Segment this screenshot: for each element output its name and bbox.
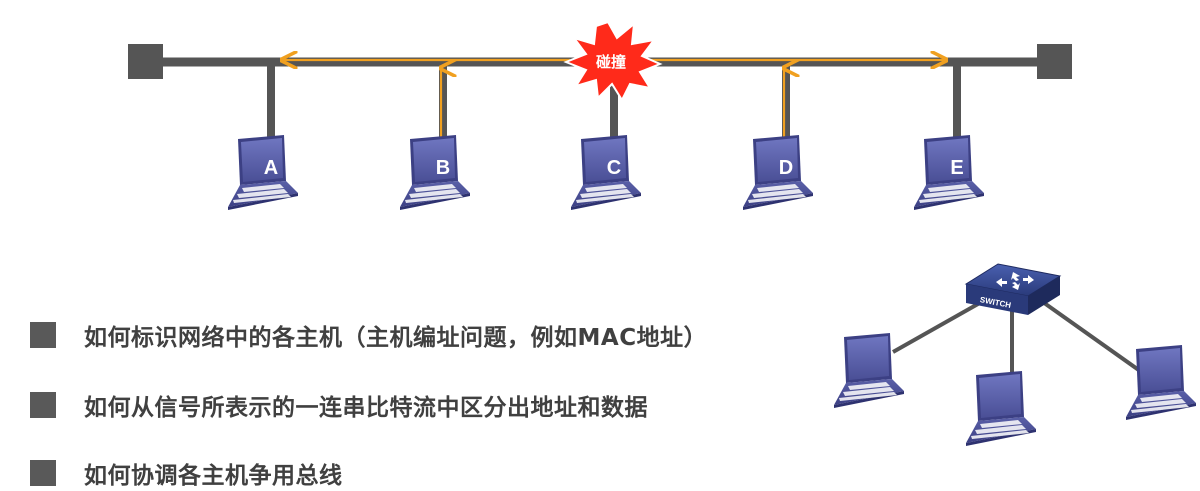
question-item: 如何标识网络中的各主机（主机编址问题，例如MAC地址）	[30, 318, 707, 352]
question-item: 如何从信号所表示的一连串比特流中区分出地址和数据	[30, 388, 648, 422]
laptop-c-label: C	[607, 157, 621, 179]
star-laptop-middle[interactable]	[966, 371, 1036, 446]
question-text: 如何从信号所表示的一连串比特流中区分出地址和数据	[84, 395, 648, 421]
bullet-square-icon	[30, 322, 56, 348]
laptop-a-label: A	[264, 157, 278, 179]
collision-label: 碰撞	[596, 53, 626, 71]
star-laptop-right[interactable]	[1126, 345, 1196, 420]
bullet-square-icon	[30, 460, 56, 486]
collision-burst	[563, 20, 663, 103]
laptop-e-label: E	[950, 157, 963, 179]
laptop-c[interactable]: C	[571, 135, 641, 210]
laptop-a[interactable]: A	[228, 135, 298, 210]
question-text: 如何协调各主机争用总线	[84, 463, 343, 489]
laptop-d-label: D	[779, 157, 793, 179]
bus-terminator-right	[1037, 44, 1072, 79]
switch-link-right	[1038, 298, 1152, 380]
laptop-e[interactable]: E	[914, 135, 984, 210]
laptop-d[interactable]: D	[743, 135, 813, 210]
bus-terminator-left	[128, 44, 163, 79]
bullet-square-icon	[30, 392, 56, 418]
laptop-b[interactable]: B	[400, 135, 470, 210]
switch-link-left	[892, 298, 986, 354]
switch-arrows-icon	[996, 272, 1034, 290]
question-item: 如何协调各主机争用总线	[30, 456, 343, 490]
question-text: 如何标识网络中的各主机（主机编址问题，例如MAC地址）	[84, 325, 708, 351]
laptop-b-label: B	[436, 157, 450, 179]
switch[interactable]: SWITCH	[964, 263, 1062, 315]
star-laptop-left[interactable]	[834, 333, 904, 408]
